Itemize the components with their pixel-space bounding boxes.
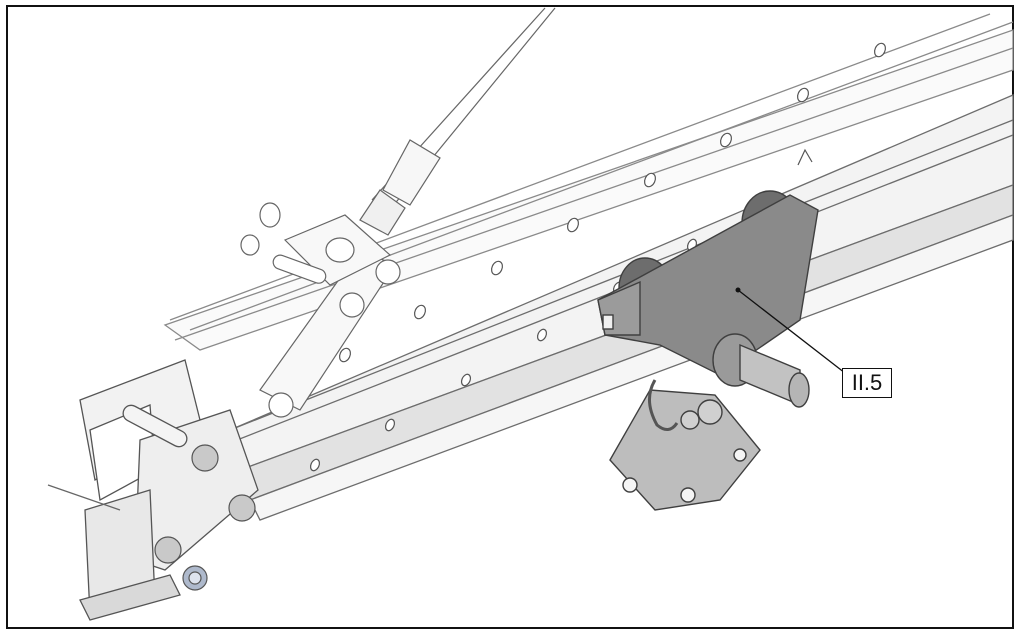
linkage-plates — [240, 202, 401, 418]
callout-leader-dot — [735, 287, 741, 293]
hinge-bolts — [154, 444, 256, 591]
figure-frame — [6, 5, 1014, 629]
callout-label: II.5 — [842, 368, 892, 398]
beam-holes-upper-row — [338, 42, 887, 363]
hinge-bracket-left — [47, 359, 259, 621]
callout-leader-line — [737, 289, 846, 374]
highlighted-bracket-assembly — [597, 190, 819, 511]
beam-holes-lower-row — [309, 238, 698, 472]
hydraulic-cylinder — [359, 7, 556, 236]
